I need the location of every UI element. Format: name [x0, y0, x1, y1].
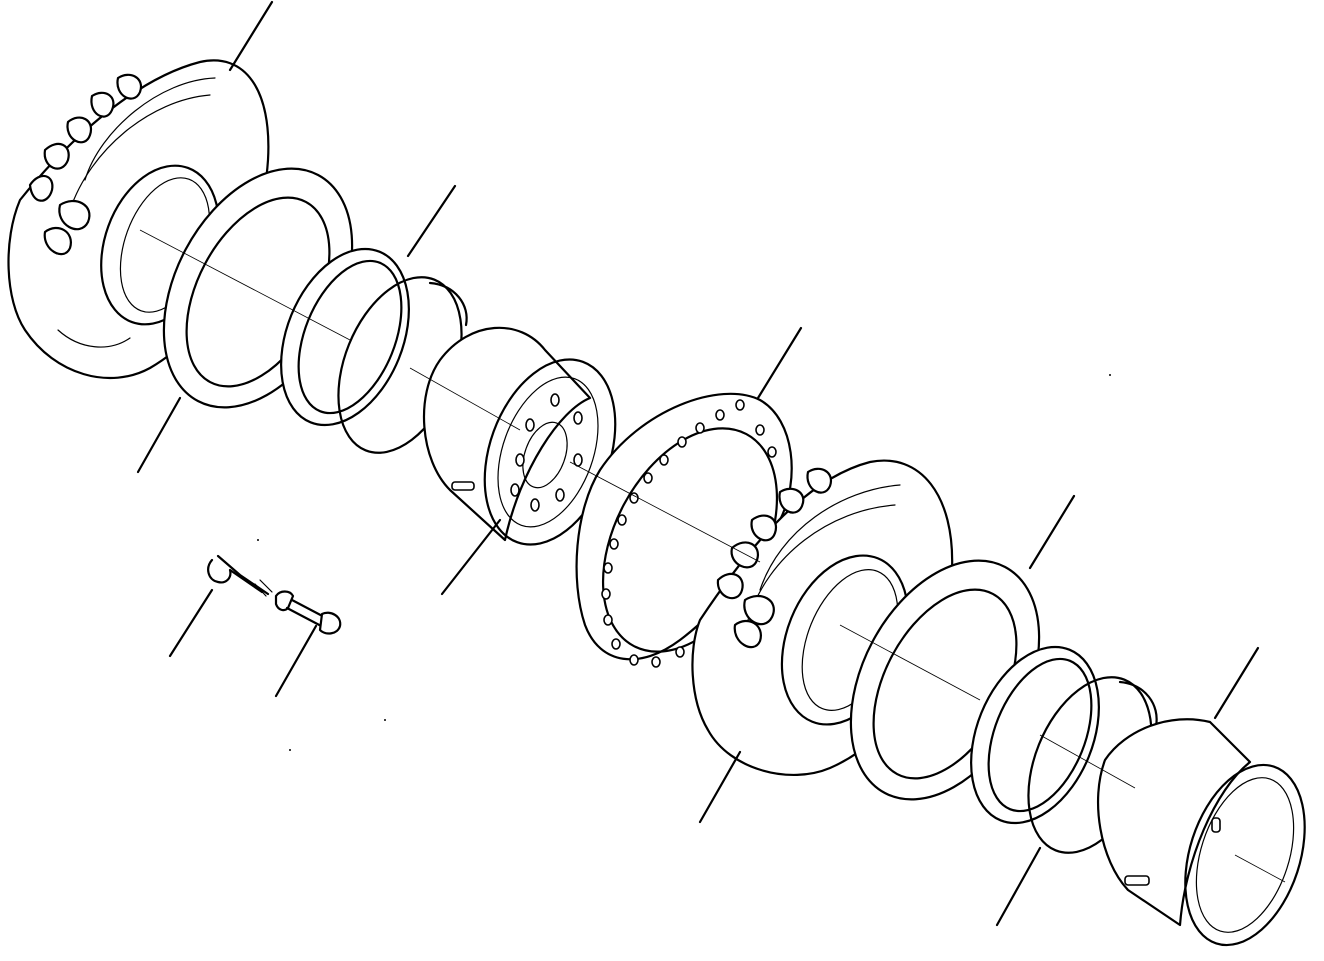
- assembly-axis: [139, 229, 1286, 883]
- right-side-ring: [970, 645, 1100, 825]
- leader-right-lock-ring: [995, 846, 1042, 927]
- valve: [207, 554, 273, 597]
- leader-spacer-ring: [756, 326, 803, 400]
- scan-specks: [257, 374, 1111, 751]
- leader-rim-with-disc: [440, 518, 502, 596]
- leader-left-flap: [136, 396, 182, 474]
- leader-right-rim: [1213, 646, 1260, 720]
- leader-right-flap: [1028, 494, 1076, 570]
- leader-right-tyre: [698, 750, 742, 824]
- leader-left-side-ring: [406, 184, 457, 258]
- spacer-ring: [575, 392, 793, 668]
- right-rim: [1096, 718, 1306, 947]
- leader-bolt: [274, 624, 318, 698]
- rim-with-disc: [422, 326, 617, 546]
- bolt: [274, 590, 342, 635]
- leader-valve: [168, 588, 214, 658]
- leader-left-tyre: [228, 0, 274, 72]
